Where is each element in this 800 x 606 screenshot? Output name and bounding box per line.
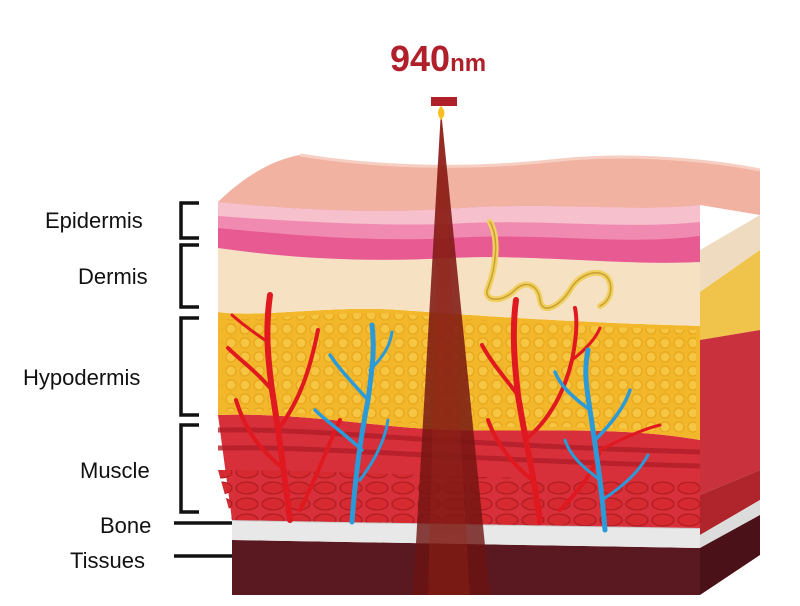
wavelength-unit: nm — [450, 50, 487, 77]
wavelength-label: 940nm — [390, 38, 486, 80]
layer-label-hypodermis: Hypodermis — [23, 365, 141, 390]
layer-brackets — [174, 201, 232, 558]
veins-left — [313, 322, 394, 525]
layer-label-dermis: Dermis — [78, 264, 148, 289]
dermis-layer — [218, 248, 700, 326]
arteries-left — [226, 292, 342, 523]
light-emitter — [431, 97, 457, 106]
light-beam-glow — [428, 110, 470, 595]
bracket-hypodermis — [179, 316, 199, 417]
skin-top-highlight — [299, 153, 761, 172]
block-side-face — [700, 215, 760, 595]
wavelength-value: 940 — [390, 38, 451, 79]
emitter-spark-icon — [438, 106, 445, 120]
layer-label-bone: Bone — [100, 513, 152, 538]
layer-label-epidermis: Epidermis — [45, 208, 143, 233]
bracket-epidermis — [179, 201, 199, 240]
bracket-dermis — [179, 243, 199, 309]
bracket-muscle — [179, 423, 199, 514]
layer-label-muscle: Muscle — [80, 458, 150, 483]
layer-label-tissues: Tissues — [70, 548, 145, 573]
veins-right — [553, 347, 650, 533]
epidermis-band-pale — [218, 202, 700, 225]
light-beam — [413, 110, 490, 595]
skin-top-surface — [218, 155, 760, 215]
nerve-fiber-outline — [486, 221, 612, 309]
